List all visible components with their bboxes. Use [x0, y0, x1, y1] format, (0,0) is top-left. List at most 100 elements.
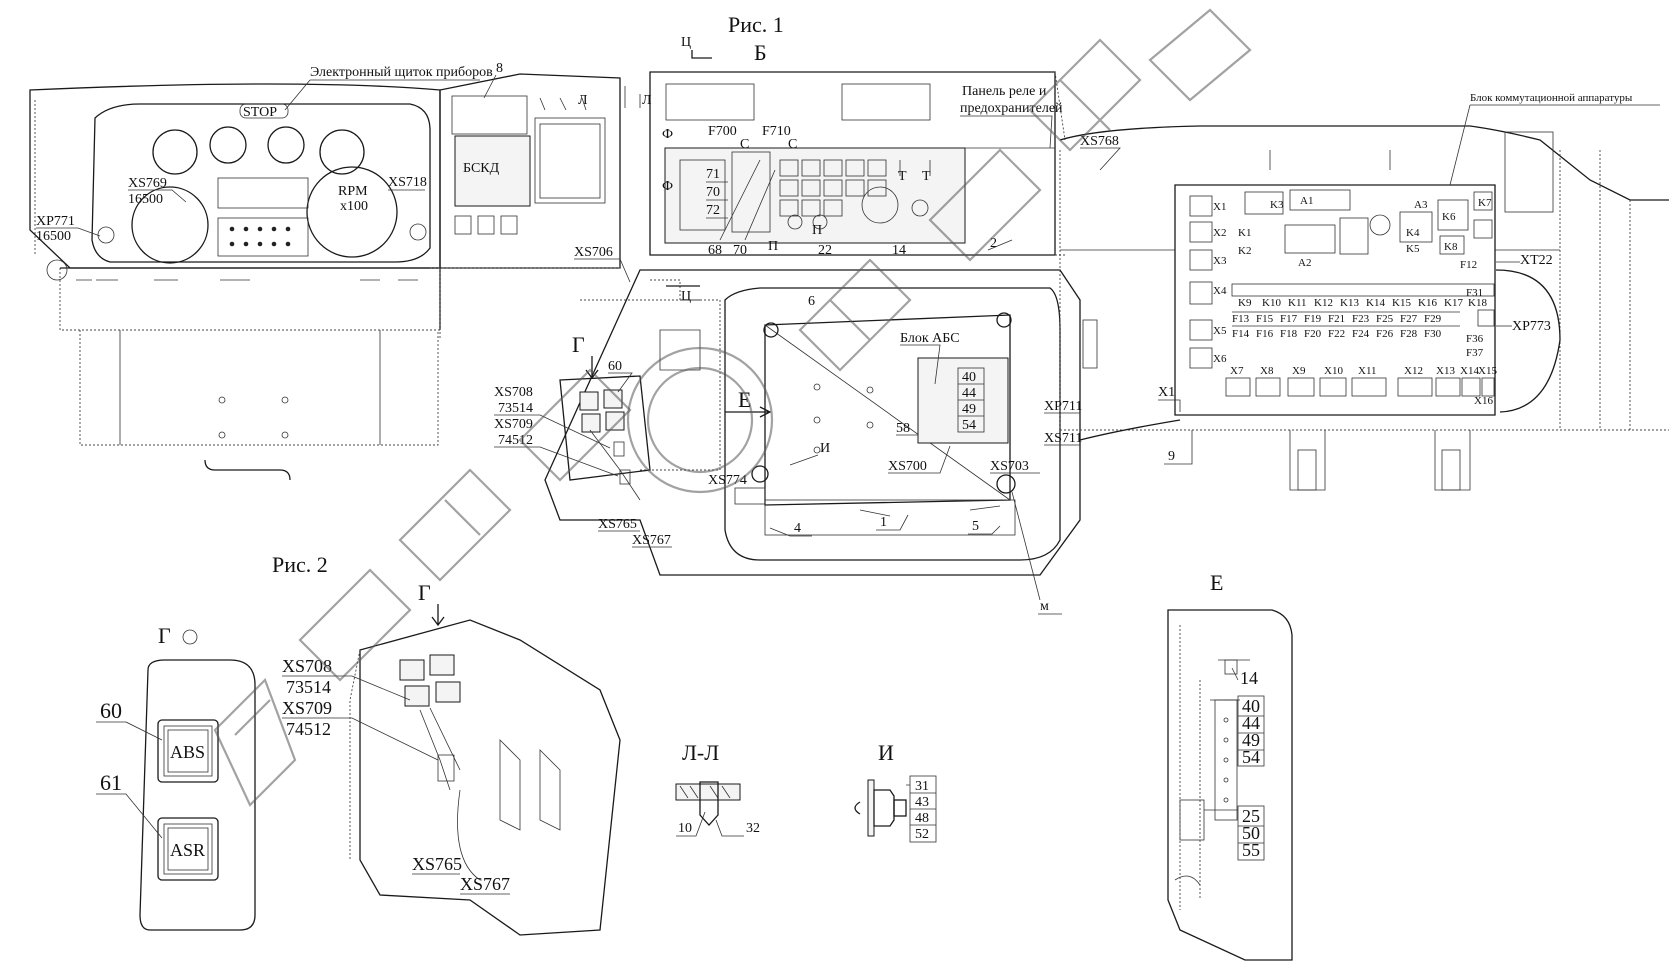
- pos-60-fig2: 60: [100, 698, 122, 723]
- xcol-4: X5: [1213, 325, 1227, 337]
- f2-2: F18: [1280, 328, 1298, 340]
- switching-block: [1059, 125, 1669, 491]
- x-3: X10: [1324, 365, 1343, 377]
- speedometer: [131, 186, 209, 264]
- f1-5: F23: [1352, 313, 1370, 325]
- stop-label: STOP: [243, 105, 277, 120]
- xs718-label: XS718: [388, 175, 427, 190]
- xs768-label: XS768: [1080, 134, 1119, 149]
- temperature-gauge: [319, 129, 365, 175]
- indicator-dots: [229, 226, 291, 247]
- f1-6: F25: [1376, 313, 1394, 325]
- abs-block-label: Блок АБС: [900, 331, 960, 346]
- f2-0: F14: [1232, 328, 1250, 340]
- relay-box-x-column: X1 X2 X3 X4 X5 X6: [1189, 195, 1227, 369]
- abs-pos-stack: 40 44 49 54: [957, 367, 985, 433]
- view-g-title: Г: [158, 623, 171, 648]
- xs700-label: XS700: [888, 459, 927, 474]
- misc-f36: F36: [1466, 333, 1484, 345]
- f1-8: F29: [1424, 313, 1442, 325]
- misc-f12: F12: [1460, 259, 1477, 271]
- xs765-fig1: XS765: [598, 517, 637, 532]
- stop-lamp-housing: [239, 103, 289, 119]
- pos-72: 72: [706, 203, 720, 218]
- f2-4: F22: [1328, 328, 1345, 340]
- k-5: K14: [1366, 297, 1385, 309]
- pos-70b: 70: [733, 243, 747, 258]
- xp711-label: XP711: [1044, 399, 1082, 414]
- pos-61: 61: [100, 770, 122, 795]
- pos-8: 8: [496, 61, 503, 76]
- x100-label: x100: [340, 199, 368, 214]
- f1-7: F27: [1400, 313, 1418, 325]
- xcol-3: X4: [1213, 285, 1227, 297]
- relay-panel-line2: предохранителей: [960, 101, 1063, 116]
- xcol-0: X1: [1213, 201, 1226, 213]
- rpm-label: RPM: [338, 184, 368, 199]
- pos-22: 22: [818, 243, 832, 258]
- abs-stack-3: 54: [962, 418, 976, 433]
- f2-8: F30: [1424, 328, 1442, 340]
- x-5: X12: [1404, 365, 1423, 377]
- e1-stack-1: 44: [1242, 713, 1260, 733]
- xs765-fig2: XS765: [412, 854, 462, 874]
- xs711-label: XS711: [1044, 431, 1082, 446]
- pos-5: 5: [972, 519, 979, 534]
- k-2: K11: [1288, 297, 1307, 309]
- lower-console: [544, 269, 1098, 576]
- misc-k5: K5: [1406, 243, 1420, 255]
- pos-4: 4: [794, 521, 801, 536]
- pos-60-fig1: 60: [608, 359, 622, 374]
- pos-14b: 14: [1240, 668, 1258, 688]
- warning-lamp-left: [97, 226, 115, 244]
- xp773-label: XP773: [1512, 319, 1551, 334]
- code73514-fig2: 73514: [286, 677, 331, 697]
- xp771-label: XP771: [36, 214, 75, 229]
- pos-58: 58: [896, 421, 910, 436]
- asr-button-label: ASR: [170, 840, 205, 860]
- view-f-2: Ф: [662, 179, 673, 194]
- i-stack-2: 48: [915, 811, 929, 826]
- xs767-fig1: XS767: [632, 533, 671, 548]
- relay-box-x-row: X7 X8 X9 X10 X11 X12 X13 X14 X15 X16: [1225, 365, 1497, 407]
- relay-panel-line1: Панель реле и: [962, 84, 1047, 99]
- f1-0: F13: [1232, 313, 1250, 325]
- xp771-code: 16500: [36, 229, 71, 244]
- abs-stack-2: 49: [962, 402, 976, 417]
- misc-f37: F37: [1466, 347, 1484, 359]
- misc-a2: A2: [1298, 257, 1311, 269]
- view-m: м: [1040, 599, 1049, 614]
- abs-button: [157, 719, 219, 783]
- k-9: K18: [1468, 297, 1487, 309]
- f2-6: F26: [1376, 328, 1394, 340]
- xs767-fig2: XS767: [460, 874, 510, 894]
- misc-a1: A1: [1300, 195, 1313, 207]
- f1-2: F17: [1280, 313, 1298, 325]
- xs769-code: 16500: [128, 192, 163, 207]
- e2-stack-2: 55: [1242, 840, 1260, 860]
- xs703-label: XS703: [990, 459, 1029, 474]
- view-ts-lower: Ц: [681, 289, 691, 304]
- misc-k1: K1: [1238, 227, 1251, 239]
- view-p-2: П: [812, 223, 822, 238]
- k-3: K12: [1314, 297, 1333, 309]
- bskd-label: БСКД: [463, 161, 500, 176]
- pos-9: 9: [1168, 449, 1175, 464]
- f1-4: F21: [1328, 313, 1345, 325]
- misc-k2: K2: [1238, 245, 1251, 257]
- tachometer: [306, 166, 398, 258]
- xs774-label: XS774: [708, 473, 747, 488]
- i-stack-3: 52: [915, 827, 929, 842]
- k-0: K9: [1238, 297, 1252, 309]
- asr-button: [157, 817, 219, 881]
- pos-10: 10: [678, 821, 692, 836]
- x-6: X13: [1436, 365, 1455, 377]
- pos-2: 2: [990, 236, 997, 251]
- f2-7: F28: [1400, 328, 1418, 340]
- f710-label: F710: [762, 124, 791, 139]
- lcd-display: [217, 177, 309, 209]
- view-g-fig1: Г: [572, 332, 585, 357]
- view-b: Б: [754, 40, 767, 65]
- view-l-top2: Л: [642, 93, 652, 108]
- i-stack-0: 31: [915, 779, 929, 794]
